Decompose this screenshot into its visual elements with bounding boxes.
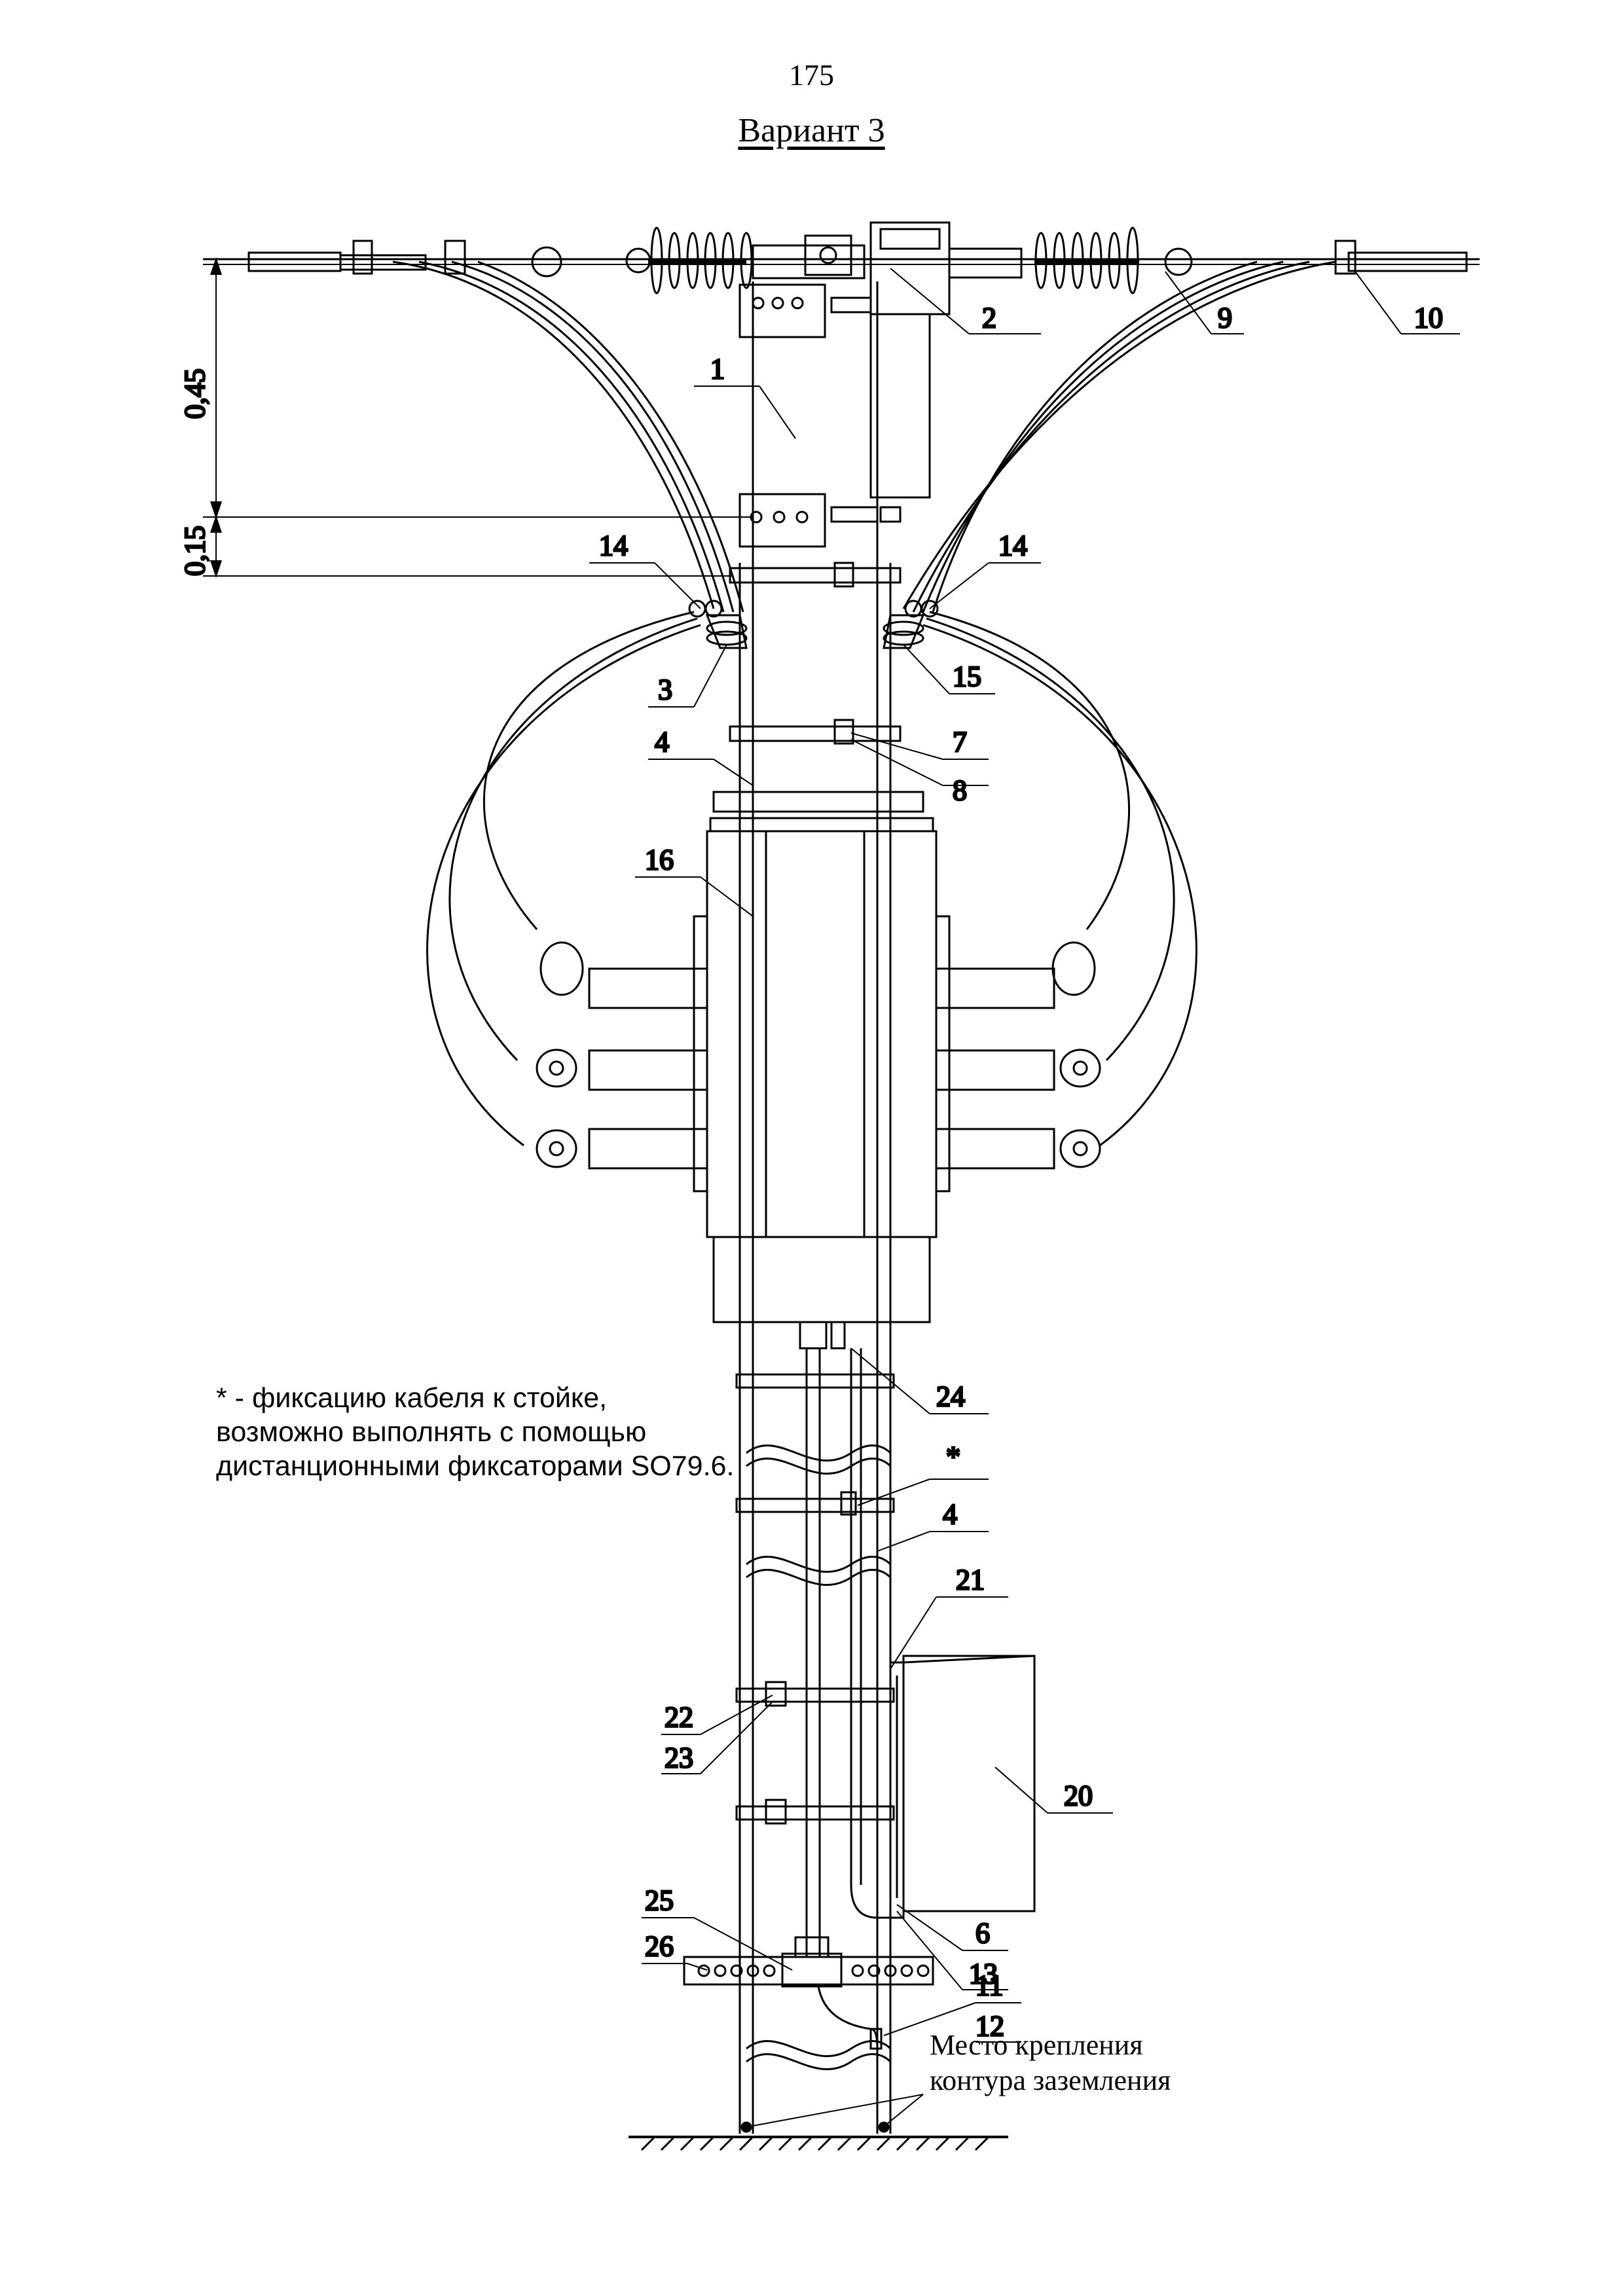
ground-surface (629, 2121, 1008, 2151)
callout-11: 11 (976, 1969, 1003, 2001)
callout-4-upper: 4 (655, 726, 669, 758)
page-title: Вариант 3 (738, 112, 885, 149)
callout-7: 7 (953, 726, 967, 758)
callout-14-right: 14 (998, 529, 1027, 562)
cable-fixing-note: * - фиксацию кабеля к стойке, возможно в… (216, 1381, 734, 1483)
callout-13: 13 (969, 1958, 998, 1990)
callout-star: * (946, 1441, 960, 1473)
insulator-string-right (948, 226, 1139, 295)
callout-1: 1 (710, 353, 725, 385)
note-line-3: дистанционными фиксаторами SO79.6. (216, 1450, 735, 1482)
callout-23: 23 (665, 1742, 693, 1774)
grounding-bar (683, 1936, 934, 2050)
ground-label-line-2: контура заземления (930, 2064, 1171, 2096)
callout-25: 25 (645, 1884, 674, 1916)
pole-top-clamp (869, 221, 951, 499)
page-number: 175 (789, 58, 834, 92)
callout-4-lower: 4 (943, 1498, 957, 1530)
recloser-tank (693, 791, 951, 1323)
callout-26: 26 (645, 1930, 674, 1962)
note-line-2: возможно выполнять с помощью (216, 1416, 647, 1448)
callout-2: 2 (982, 302, 996, 334)
control-cabinet (889, 1655, 1036, 1919)
callout-6: 6 (976, 1917, 990, 1949)
callout-labels: 1 2 9 10 14 14 3 15 4 7 8 16 24 * 4 21 2… (598, 301, 1444, 2043)
grounding-point-label: Место крепления контура заземления (930, 2028, 1171, 2098)
cable-bundle-right (902, 260, 1336, 1147)
cable-bundle-left (392, 260, 744, 1147)
callout-14-left: 14 (599, 529, 628, 562)
callout-9: 9 (1218, 302, 1232, 334)
pole (739, 281, 892, 2134)
callout-8: 8 (953, 774, 967, 806)
pole-brackets (729, 283, 902, 745)
dimension-upper: 0,45 (179, 368, 211, 419)
callout-22: 22 (665, 1701, 693, 1733)
callout-10: 10 (1414, 302, 1443, 334)
callout-12: 12 (976, 2010, 1004, 2042)
ground-label-line-1: Место крепления (930, 2029, 1143, 2061)
callout-21: 21 (956, 1564, 985, 1596)
arrester-left (688, 600, 748, 649)
control-cable (735, 1321, 895, 1957)
callout-15: 15 (953, 660, 981, 692)
callout-leaders (589, 268, 1460, 2126)
dimension-lines (203, 257, 753, 579)
arrester-right (883, 600, 939, 649)
callout-3: 3 (658, 673, 672, 706)
dimension-lower: 0,15 (179, 526, 211, 576)
insulator-string-left (648, 226, 866, 295)
callout-20: 20 (1064, 1780, 1093, 1812)
callout-24: 24 (936, 1380, 965, 1412)
pole-break-marks (746, 1444, 892, 2070)
bushings-right (935, 941, 1101, 1170)
note-line-1: * - фиксацию кабеля к стойке, (216, 1382, 608, 1414)
callout-16: 16 (645, 844, 674, 876)
bushings-left (536, 941, 708, 1170)
